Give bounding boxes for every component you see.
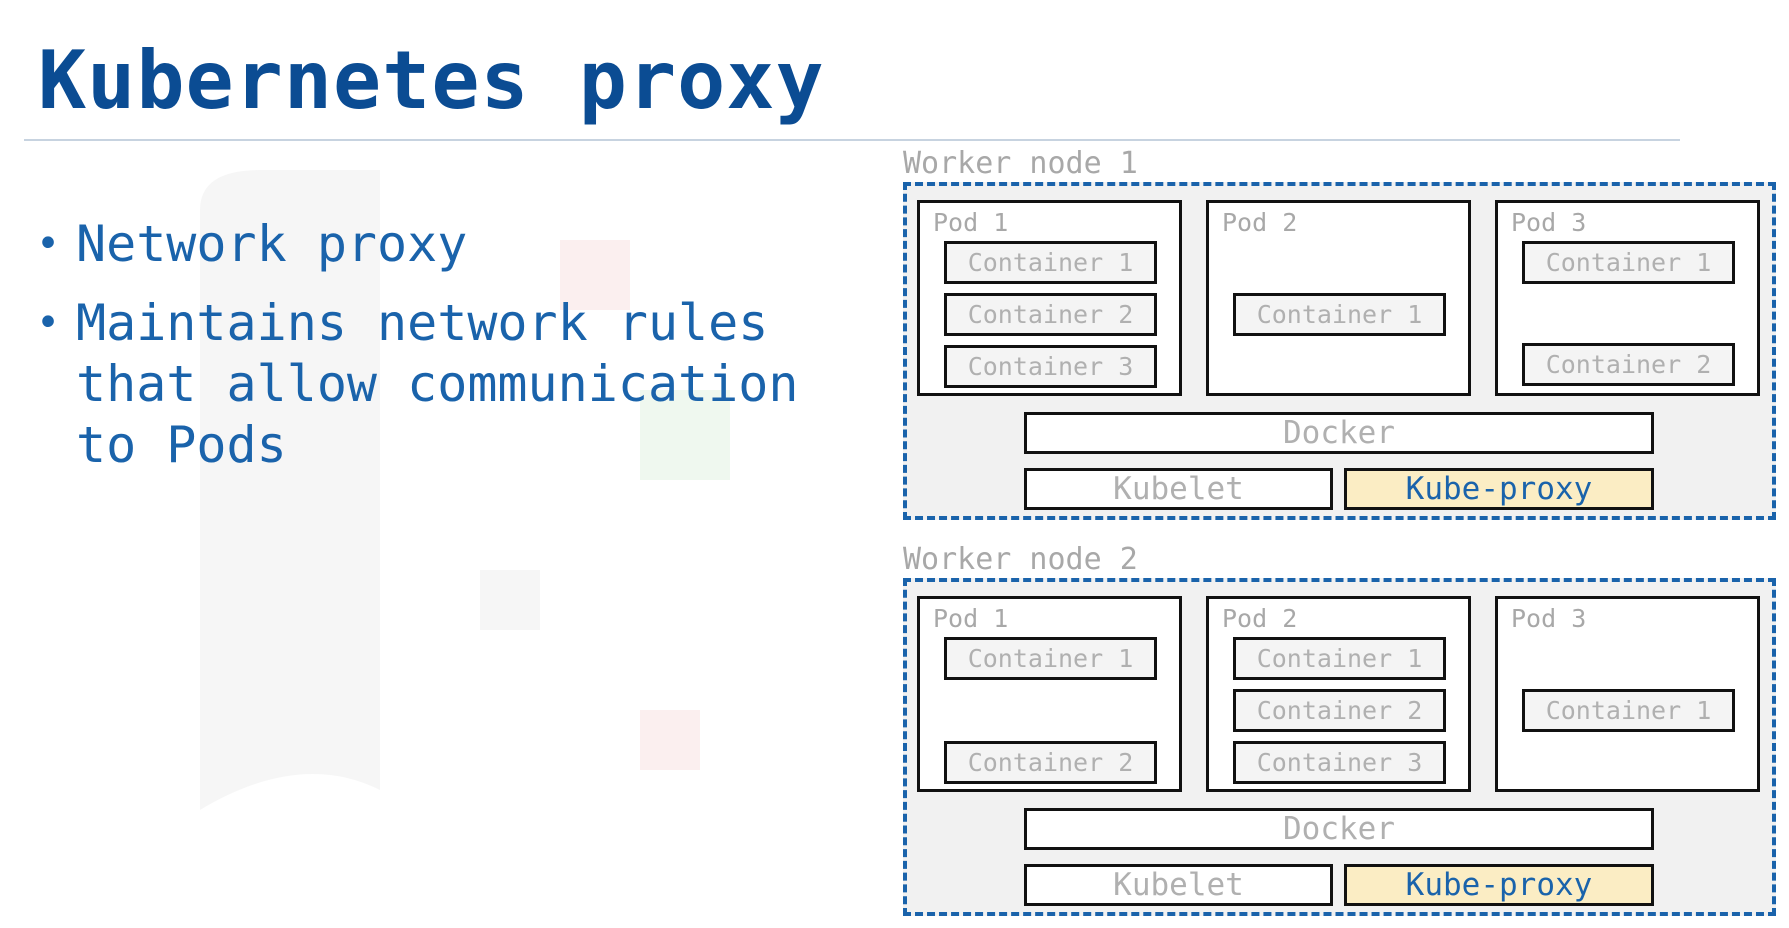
pod-label: Pod 3	[1511, 208, 1587, 237]
container: Container 3	[1233, 741, 1446, 784]
title-divider	[24, 139, 1680, 141]
kubelet: Kubelet	[1024, 468, 1333, 510]
worker-node-1: Pod 1 Container 1 Container 2 Container …	[903, 182, 1776, 520]
bullet-text: Maintains network rules that allow commu…	[76, 294, 799, 474]
worker-node-label: Worker node 1	[903, 146, 1138, 181]
docker-runtime: Docker	[1024, 808, 1654, 850]
pod-label: Pod 2	[1222, 208, 1298, 237]
worker-node-label: Worker node 2	[903, 542, 1138, 577]
pod-label: Pod 1	[933, 604, 1009, 633]
container: Container 1	[1522, 241, 1735, 284]
container: Container 2	[1522, 343, 1735, 386]
container: Container 1	[944, 637, 1157, 680]
bullet-item: • Network proxy	[36, 214, 856, 275]
container: Container 1	[944, 241, 1157, 284]
container: Container 3	[944, 345, 1157, 388]
container: Container 1	[1233, 637, 1446, 680]
bullet-list: • Network proxy • Maintains network rule…	[36, 214, 856, 494]
container: Container 2	[944, 741, 1157, 784]
bullet-dot-icon: •	[36, 221, 61, 267]
container: Container 2	[944, 293, 1157, 336]
pod-label: Pod 3	[1511, 604, 1587, 633]
pod-label: Pod 2	[1222, 604, 1298, 633]
container: Container 1	[1522, 689, 1735, 732]
background-watermark	[200, 170, 730, 810]
worker-node-2: Pod 1 Container 1 Container 2 Pod 2 Cont…	[903, 578, 1776, 916]
pod: Pod 1 Container 1 Container 2	[917, 596, 1182, 792]
pod: Pod 3 Container 1 Container 2	[1495, 200, 1760, 396]
docker-runtime: Docker	[1024, 412, 1654, 454]
pod: Pod 2 Container 1	[1206, 200, 1471, 396]
page-title: Kubernetes proxy	[38, 34, 825, 127]
pod: Pod 2 Container 1 Container 2 Container …	[1206, 596, 1471, 792]
pod-label: Pod 1	[933, 208, 1009, 237]
kube-proxy: Kube-proxy	[1344, 468, 1654, 510]
kube-proxy: Kube-proxy	[1344, 864, 1654, 906]
kubelet: Kubelet	[1024, 864, 1333, 906]
bullet-text: Network proxy	[76, 215, 468, 273]
container: Container 1	[1233, 293, 1446, 336]
bullet-item: • Maintains network rules that allow com…	[36, 293, 856, 476]
container: Container 2	[1233, 689, 1446, 732]
bullet-dot-icon: •	[36, 300, 61, 346]
pod: Pod 3 Container 1	[1495, 596, 1760, 792]
pod: Pod 1 Container 1 Container 2 Container …	[917, 200, 1182, 396]
